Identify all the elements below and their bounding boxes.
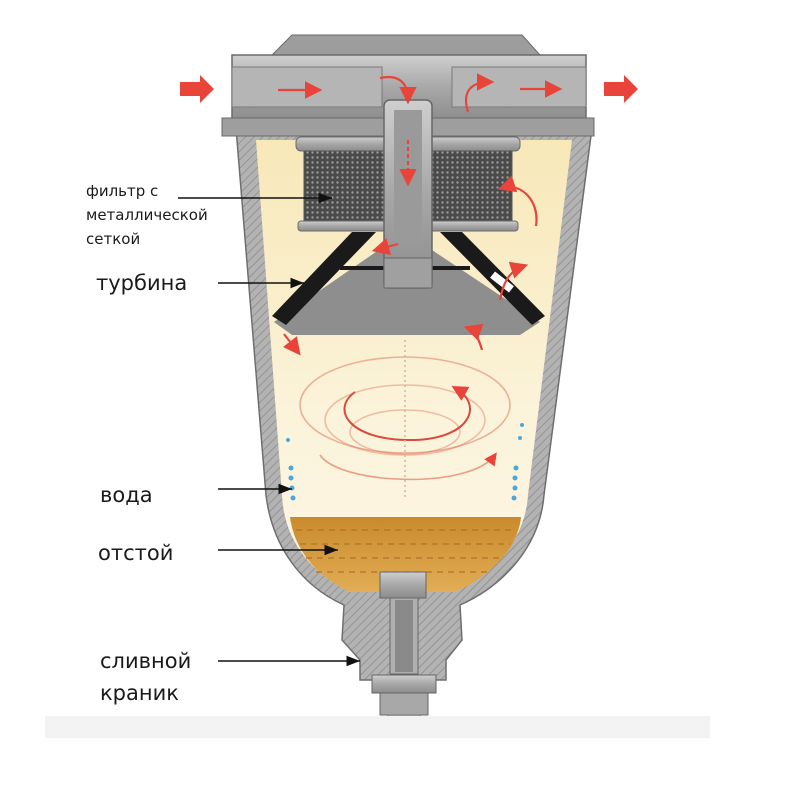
label-turbine: турбина [96,271,187,295]
vortex-swirl [299,340,511,500]
turbine-slot [490,271,514,293]
label-water-group: вода [100,483,292,507]
label-sediment-group: отстой [98,541,338,565]
watermark-strip [45,716,710,738]
label-sediment: отстой [98,541,173,565]
outlet-port [451,66,587,108]
label-drain-group: сливной краник [100,649,360,705]
label-filter-line1: фильтр с [86,182,158,200]
inlet-arrow [180,75,214,103]
label-drain-line2: краник [100,681,179,705]
outlet-arrow [604,75,638,103]
water-drops [286,423,524,501]
label-water: вода [100,483,153,507]
turbine-blade-left [272,232,376,325]
label-filter-line3: сеткой [86,230,140,248]
label-turbine-group: турбина [96,271,304,295]
label-drain-line1: сливной [100,649,191,673]
label-filter-line2: металлической [86,206,208,224]
label-filter-group: фильтр с металлической сеткой [86,182,332,248]
flow-arrows [180,73,638,356]
sediment-layer [290,517,521,592]
inlet-port [231,66,383,108]
